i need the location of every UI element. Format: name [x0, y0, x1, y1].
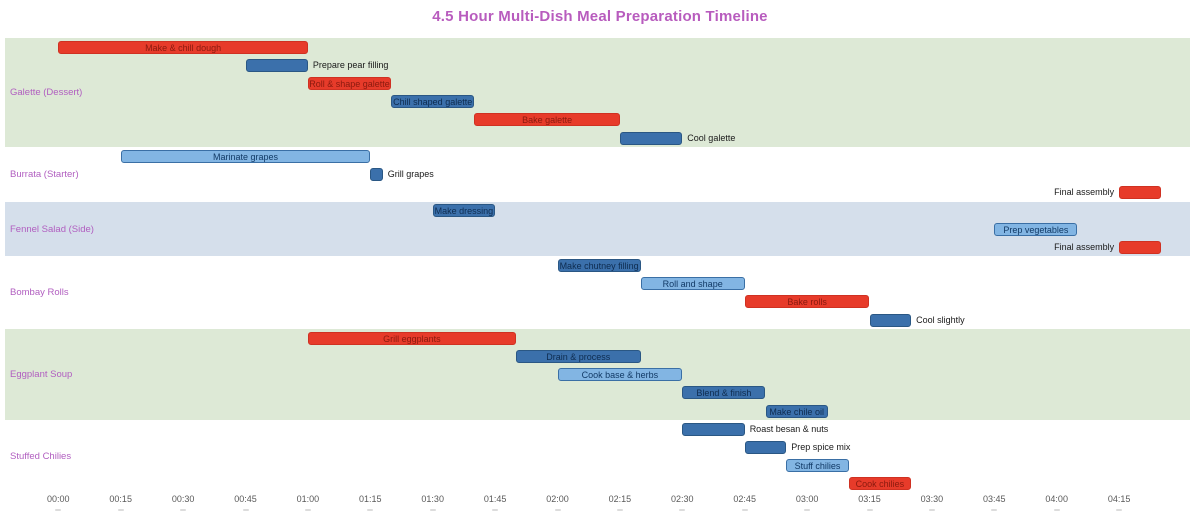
- gantt-bar: Bake galette: [474, 113, 620, 127]
- task-label: Make chile oil: [769, 406, 824, 417]
- task-label: Roll & shape galette: [309, 79, 390, 89]
- task-label: Bake rolls: [787, 297, 827, 308]
- group-band: [5, 38, 1190, 148]
- x-tick-mark: [554, 509, 561, 511]
- x-tick-mark: [804, 509, 811, 511]
- gantt-bar: [1119, 240, 1161, 254]
- x-tick-label: 04:15: [1107, 494, 1131, 504]
- task-label: Prepare pear filling: [312, 59, 389, 70]
- task-label: Roll and shape: [662, 279, 723, 290]
- gantt-bar: Make chile oil: [765, 404, 828, 418]
- chart-title: 4.5 Hour Multi-Dish Meal Preparation Tim…: [432, 8, 768, 25]
- x-tick-label: 01:45: [483, 494, 507, 504]
- gantt-bar: [1119, 186, 1161, 200]
- gantt-bar: Stuff chilies: [786, 459, 849, 473]
- gantt-bar: Grill eggplants: [307, 331, 516, 345]
- gantt-bar: Drain & process: [515, 350, 641, 363]
- x-tick-mark: [866, 509, 873, 511]
- task-label: Cook chilies: [855, 479, 905, 490]
- x-tick-mark: [55, 509, 62, 511]
- task-label: Chill shaped galette: [393, 97, 473, 108]
- x-tick-label: 03:30: [920, 494, 944, 504]
- task-label: Bake galette: [522, 115, 573, 126]
- x-tick-mark: [492, 509, 499, 511]
- x-tick-label: 01:15: [359, 494, 382, 504]
- x-tick-label: 02:45: [733, 494, 756, 504]
- x-tick-label: 00:45: [234, 494, 257, 504]
- x-tick-mark: [741, 509, 748, 511]
- gantt-bar: [245, 58, 308, 72]
- gantt-bar: Make chutney filling: [557, 259, 641, 272]
- task-label: Grill eggplants: [383, 333, 441, 344]
- gantt-bar: Prep vegetables: [994, 222, 1078, 236]
- x-tick-label: 01:30: [421, 494, 444, 504]
- task-label: Prep spice mix: [791, 442, 851, 452]
- task-label: Marinate grapes: [212, 151, 278, 162]
- task-label: Blend & finish: [696, 388, 752, 399]
- x-tick-label: 03:00: [795, 494, 819, 504]
- x-tick-mark: [429, 509, 436, 511]
- gantt-bar: Cook chilies: [848, 477, 912, 491]
- group-band: [5, 420, 1190, 493]
- gantt-bar: Bake rolls: [744, 295, 870, 309]
- task-label: Make dressing: [434, 206, 494, 217]
- x-tick-label: 01:00: [296, 494, 320, 504]
- group-label: Eggplant Soup: [10, 369, 73, 381]
- x-tick-mark: [367, 509, 374, 511]
- group-label: Fennel Salad (Side): [10, 223, 94, 235]
- task-label: Cool galette: [687, 132, 736, 143]
- task-label: Cool slightly: [916, 314, 965, 325]
- task-label: Roast besan & nuts: [749, 423, 829, 434]
- gantt-bar: Roll and shape: [640, 277, 745, 291]
- gantt-bar: Blend & finish: [682, 386, 766, 400]
- gantt-bar: Roll & shape galette: [307, 77, 392, 90]
- gantt-bar: [744, 441, 787, 454]
- x-tick-label: 00:15: [109, 494, 132, 504]
- x-tick-label: 04:00: [1045, 494, 1068, 504]
- x-tick-label: 00:30: [171, 494, 195, 504]
- x-tick-mark: [180, 509, 187, 511]
- task-label: Make chutney filling: [559, 261, 639, 271]
- group-label: Stuffed Chilies: [10, 451, 72, 463]
- gantt-bar: [682, 422, 745, 436]
- gantt-bar: Chill shaped galette: [391, 95, 475, 109]
- x-tick-mark: [117, 509, 124, 511]
- task-label: Stuff chilies: [794, 461, 841, 472]
- x-tick-mark: [991, 509, 998, 511]
- x-tick-label: 03:15: [858, 494, 881, 504]
- x-tick-label: 02:00: [546, 494, 569, 504]
- task-label: Make & chill dough: [145, 42, 222, 53]
- x-tick-label: 03:45: [983, 494, 1006, 504]
- gantt-bar: Make dressing: [432, 204, 496, 218]
- group-label: Burrata (Starter): [10, 169, 79, 180]
- task-label: Drain & process: [546, 352, 611, 362]
- gantt-bar: [370, 168, 383, 181]
- x-tick-mark: [928, 509, 935, 511]
- x-tick-mark: [242, 509, 249, 511]
- x-tick-label: 00:00: [47, 494, 70, 504]
- task-label: Final assembly: [1054, 187, 1115, 198]
- gantt-bar: Cook base & herbs: [557, 368, 683, 382]
- x-tick-label: 02:30: [671, 494, 694, 504]
- x-tick-mark: [1116, 509, 1123, 511]
- x-tick-mark: [679, 509, 686, 511]
- x-tick-label: 02:15: [608, 494, 632, 504]
- group-band: [5, 201, 1190, 257]
- gantt-bar: Make & chill dough: [58, 40, 308, 54]
- x-tick-mark: [304, 509, 311, 511]
- task-label: Cook base & herbs: [581, 370, 659, 381]
- gantt-bar: [619, 131, 683, 145]
- group-label: Galette (Dessert): [10, 87, 83, 99]
- x-tick-mark: [616, 509, 623, 511]
- gantt-bar: [869, 313, 912, 327]
- group-label: Bombay Rolls: [10, 287, 69, 299]
- task-label: Final assembly: [1054, 241, 1115, 252]
- task-label: Grill grapes: [387, 169, 434, 179]
- task-label: Prep vegetables: [1003, 224, 1069, 235]
- gantt-bar: Marinate grapes: [120, 149, 371, 163]
- x-tick-mark: [1053, 509, 1060, 511]
